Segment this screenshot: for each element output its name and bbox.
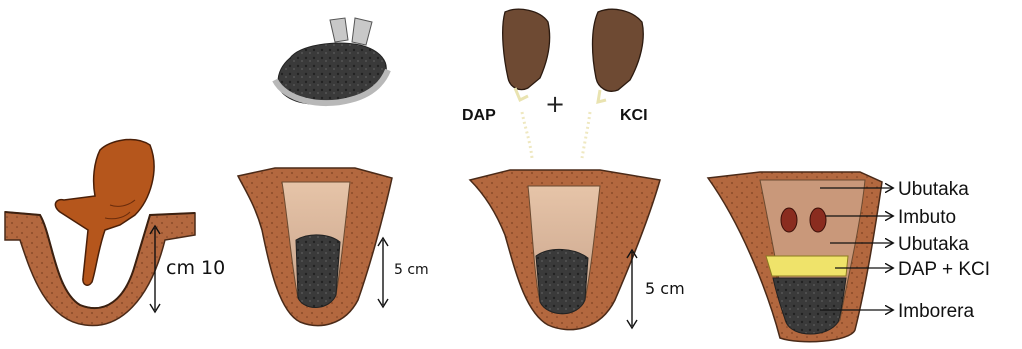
step-2-add-compost: 5 cm — [238, 18, 429, 326]
depth-label-3: 5 cm — [645, 279, 685, 298]
seed-icon-1 — [781, 208, 797, 232]
fertilizer-label-kci: KCI — [620, 107, 648, 124]
soil-cross-section — [708, 172, 882, 342]
hands-with-compost-icon — [275, 18, 388, 104]
soil-hole-2 — [238, 168, 392, 326]
layer-label-5: Imborera — [898, 301, 974, 322]
falling-fertilizer — [522, 112, 590, 158]
hand-dap-icon — [503, 9, 550, 100]
step-4-layers: Ubutaka Imbuto Ubutaka DAP + KCI Imborer… — [708, 172, 990, 342]
depth-label-1: cm 10 — [166, 257, 225, 279]
layer-label-4: DAP + KCI — [898, 259, 990, 280]
depth-arrow-2 — [378, 238, 388, 307]
layer-label-1: Ubutaka — [898, 179, 969, 200]
step-3-add-fertilizer: DAP + KCI 5 cm — [462, 9, 685, 329]
depth-label-2: 5 cm — [394, 262, 429, 278]
fertilizer-label-dap: DAP — [462, 107, 496, 124]
plus-sign: + — [545, 90, 565, 118]
seed-icon-2 — [810, 208, 826, 232]
layer-label-3: Ubutaka — [898, 234, 969, 255]
hand-kci-icon — [593, 9, 644, 102]
layer-label-2: Imbuto — [898, 207, 956, 228]
step-1-dig-hole: cm 10 — [5, 140, 225, 326]
